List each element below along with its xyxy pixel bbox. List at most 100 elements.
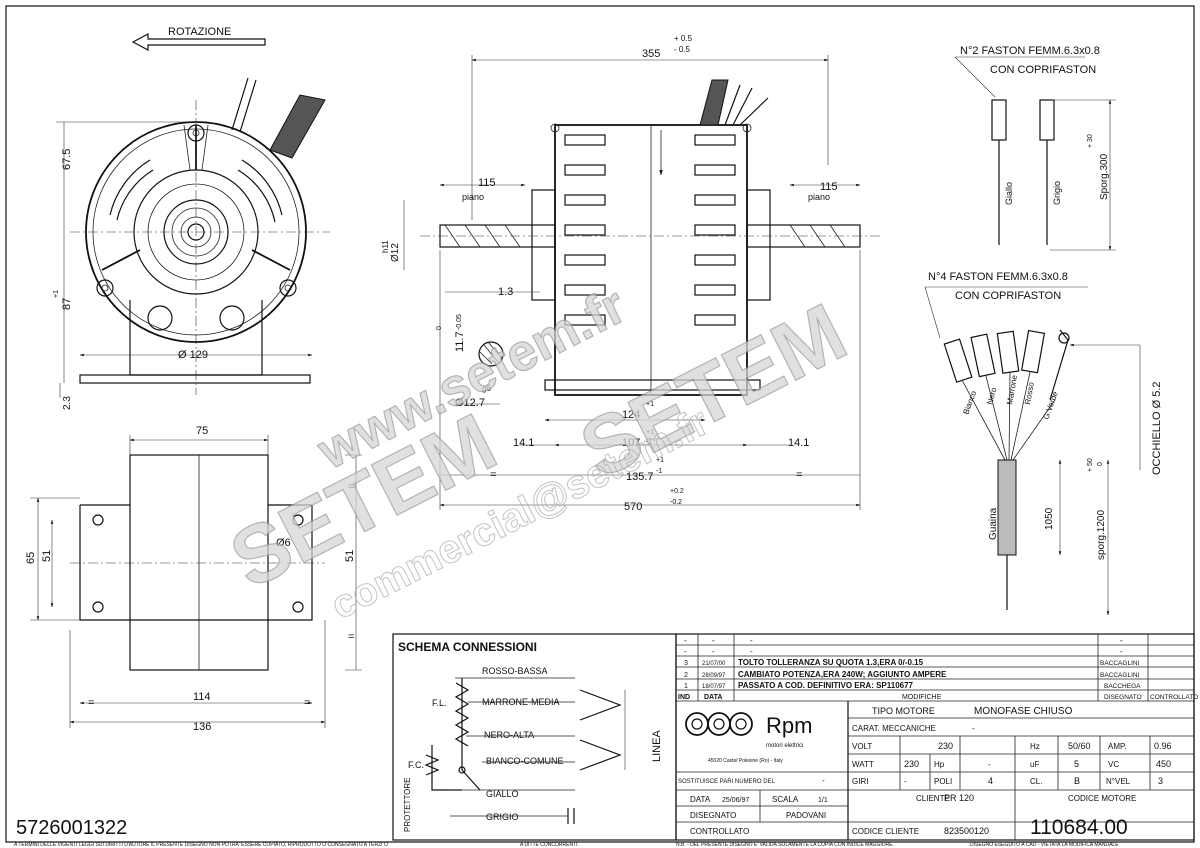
giri-label: GIRI [852,777,868,786]
sporg-1200: sporg.1200 [1096,510,1107,560]
dim-355: 355 [642,48,660,60]
rev-by: BACCAGLINI [1100,660,1140,667]
rev-text: - [750,647,753,656]
rev-hdr-ind: IND [678,694,690,701]
cl-label: CL. [1030,777,1042,786]
amp-value: 0.96 [1154,741,1172,751]
dim-11-7-tol-up: 0 [436,326,443,330]
logo-text: Rpm [766,713,812,738]
dim-dia-12: Ø12 [390,243,401,262]
dim-124: 124 [622,409,640,421]
rev-date: 21/07/00 [702,661,726,667]
wire-nero-label: Nero [985,386,998,406]
schema-fl: F.L. [432,698,447,708]
dim-dia-12-7: Ø12.7 [455,397,485,409]
faston4-subtitle: CON COPRIFASTON [955,290,1061,302]
dim-51-right: 51 [344,550,356,562]
motor-side-view [420,79,880,396]
dim-107-tol-dn: -1 [646,439,652,446]
rev-date: 18/07/97 [702,684,726,690]
dim-1050: 1050 [1044,507,1055,530]
occhiello-label: OCCHIELLO Ø 5.2 [1151,381,1163,475]
dim-135-7-tol-up: +1 [656,457,664,464]
rev-date: 28/09/97 [702,673,726,679]
carat-label: CARAT. MECCANICHE [852,724,936,733]
dim-136: 136 [193,721,211,733]
motor-front-view [70,77,330,395]
guaina-label: Guaina [988,507,999,540]
rev-ind: 3 [684,660,688,667]
dim-135-7-tol-dn: -1 [656,468,662,475]
faston4-title: N°4 FASTON FEMM.6.3x0.8 [928,271,1068,283]
dim-14-1-right: 14.1 [788,437,809,449]
dim-14-1-left: 14.1 [513,437,534,449]
dim-eq-b4: = [304,697,310,709]
dim-135-7: 135.7 [626,471,654,483]
rev-by: BACCHEGA [1104,683,1141,690]
volt-value: 230 [938,741,953,751]
wire-marrone-label: Marrone [1005,374,1019,405]
codice-motore-label: CODICE MOTORE [1068,794,1136,803]
sporg-1200-tol-up: + 50 [1087,458,1094,472]
rev-by: - [1120,647,1123,656]
dim-51-left: 51 [41,550,53,562]
cl-value: B [1074,776,1080,786]
revision-row: 1 18/07/97 PASSATO A COD. DEFINITIVO ERA… [684,681,1141,690]
schema-fc: F.C. [408,760,424,770]
rev-ind: - [684,647,687,656]
rev-hdr-mod: MODIFICHE [902,694,942,701]
rev-text: - [750,636,753,645]
schema-rosso: ROSSO-BASSA [482,666,548,676]
rev-date: - [712,636,715,645]
dim-107-tol-up: +1 [646,429,654,436]
rev-hdr-data: DATA [704,694,722,701]
dim-355-tol-up: + 0.5 [674,34,693,43]
hp-label: Hp [934,760,945,769]
logo-address: 45020 Castel Polesine (Ro) - Italy [708,758,783,764]
sostituisce-value: - [822,776,825,785]
revision-row: - - - - [684,647,1123,656]
rev-ind: 2 [684,672,688,679]
disegnato-value: PADOVANI [786,811,826,820]
dim-11-7: 11.7 [454,331,466,352]
dim-107: 107 [622,437,640,449]
label-piano-left: piano [462,192,484,202]
wire-giallo-label: Giallo [1004,182,1014,205]
dim-2-3: 2.3 [62,396,73,410]
dim-67-5: 67.5 [61,149,73,170]
volt-label: VOLT [852,742,872,751]
rev-hdr-dis: DISEGNATO [1104,694,1142,701]
watt-label: WATT [852,760,874,769]
dim-124-tol: +1 [646,401,654,408]
footer-nb: N.B. - DEL PRESENTE DISEGNO E' VALIDA SO… [676,842,894,848]
rpm-logo [685,712,753,736]
dim-355-tol-dn: - 0.5 [674,45,691,54]
scala-label: SCALA [772,795,799,804]
dim-75: 75 [196,425,208,437]
revision-row: 2 28/09/97 CAMBIATO POTENZA,ERA 240W; AG… [684,670,1140,679]
vc-value: 450 [1156,759,1171,769]
schema-grigio: GRIGIO [486,812,519,822]
dim-114: 114 [193,691,211,703]
footer-copyright: A TERMINI DELLE VIGENTI LEGGI SUI DIRITT… [14,842,388,848]
rev-date: - [712,647,715,656]
uf-value: 5 [1074,759,1079,769]
uf-label: uF [1030,760,1039,769]
logo-subtitle: motori elettrici [766,743,803,749]
dim-g6: g6 [482,384,491,393]
cliente-value: PR 120 [944,793,974,803]
rev-by: BACCAGLINI [1100,672,1140,679]
hz-label: Hz [1030,742,1040,751]
faston2-subtitle: CON COPRIFASTON [990,64,1096,76]
rev-text: CAMBIATO POTENZA,ERA 240W; AGGIUNTO AMPE… [738,670,947,679]
disegnato-label: DISEGNATO [690,811,736,820]
tipo-motore-label: TIPO MOTORE [872,706,935,716]
revision-table-grid [675,633,1195,841]
side-dimensions [403,55,861,510]
rev-ind: 1 [684,683,688,690]
title-block-grid [676,701,1194,840]
dim-11-7-tol-dn: -0.05 [456,314,463,330]
sporg-300: Sporg.300 [1099,153,1110,200]
dim-eq-right: = [796,469,802,481]
cliente-label: CLIENTE [916,794,950,803]
